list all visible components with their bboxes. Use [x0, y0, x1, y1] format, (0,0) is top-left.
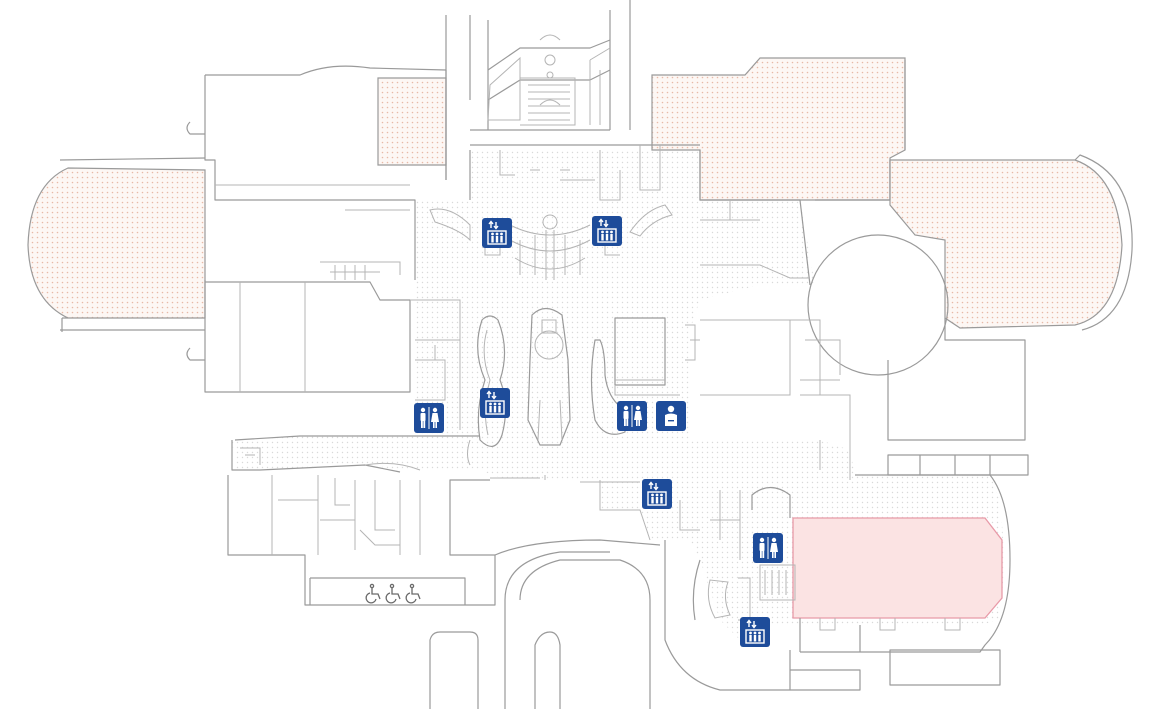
wheelchair-icon — [385, 583, 401, 604]
restroom-icon[interactable] — [414, 403, 444, 433]
poi-layer — [414, 216, 783, 647]
information-desk-icon[interactable] — [656, 401, 686, 431]
restroom-icon[interactable] — [753, 533, 783, 563]
building-walls — [59, 0, 1133, 709]
highlighted-store[interactable] — [792, 517, 1003, 619]
anchor-store-east[interactable] — [889, 159, 1123, 329]
restroom-icon[interactable] — [617, 401, 647, 431]
elevator-icon[interactable] — [740, 617, 770, 647]
elevator-icon[interactable] — [482, 218, 512, 248]
anchor-store-west[interactable] — [27, 167, 206, 319]
anchor-store-northwest[interactable] — [377, 77, 447, 166]
accessible-parking — [365, 583, 421, 604]
elevator-icon[interactable] — [642, 479, 672, 509]
elevator-icon[interactable] — [592, 216, 622, 246]
wheelchair-icon — [365, 583, 381, 604]
anchor-store-north-center[interactable] — [651, 57, 906, 201]
elevator-icon[interactable] — [480, 388, 510, 418]
wheelchair-icon — [405, 583, 421, 604]
